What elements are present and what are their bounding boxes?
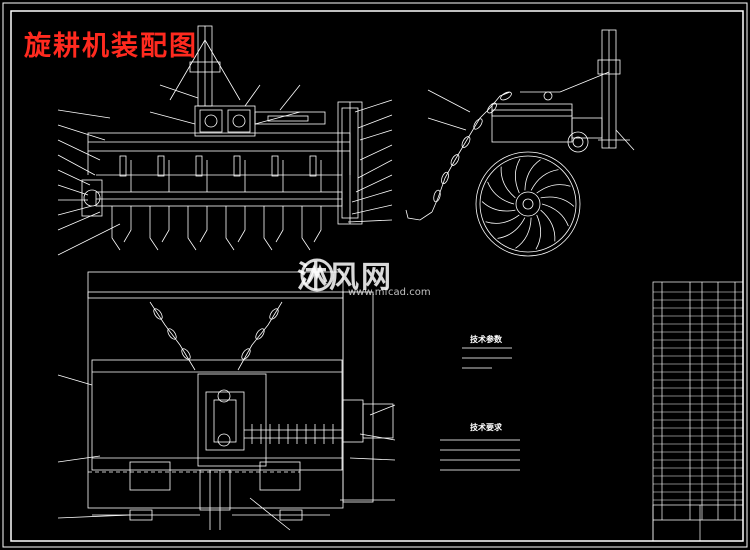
tine bbox=[313, 160, 322, 243]
front-view bbox=[57, 25, 393, 256]
parts-list bbox=[652, 281, 744, 542]
drawing-title: 旋耕机装配图 bbox=[24, 31, 198, 62]
side-view bbox=[405, 29, 635, 257]
watermark-logo-icon bbox=[300, 258, 334, 292]
tine-holder bbox=[195, 155, 203, 177]
rotor-disc bbox=[475, 151, 581, 257]
tine bbox=[301, 206, 311, 251]
rotor-blade bbox=[540, 209, 556, 242]
watermark-brand: 沐风网 bbox=[297, 260, 393, 295]
tine bbox=[161, 160, 170, 243]
rotor-blade bbox=[524, 159, 541, 191]
watermark-url: www.mfcad.com bbox=[348, 287, 431, 298]
tine-holder bbox=[157, 155, 165, 177]
tine bbox=[275, 160, 284, 243]
rotor-blade bbox=[536, 184, 571, 194]
tine-holder bbox=[119, 155, 127, 177]
tine bbox=[123, 160, 132, 243]
parts-list-rows bbox=[653, 291, 743, 501]
tine bbox=[199, 160, 208, 243]
tine-holder bbox=[309, 155, 317, 177]
tech-params-heading: 技术参数 bbox=[470, 335, 502, 344]
tine-holder bbox=[271, 155, 279, 177]
inner-frame bbox=[10, 10, 744, 542]
tine bbox=[225, 206, 235, 251]
top-view-tines bbox=[251, 424, 334, 444]
tech-requirements-heading: 技术要求 bbox=[470, 423, 502, 432]
tine bbox=[187, 206, 197, 251]
tine bbox=[237, 160, 246, 243]
top-view bbox=[57, 271, 396, 531]
rotor-blade bbox=[530, 169, 559, 191]
rotor-blade bbox=[485, 214, 520, 224]
rotor-blade bbox=[540, 196, 575, 207]
tine bbox=[111, 206, 121, 251]
side-view-blades bbox=[481, 158, 575, 250]
tine bbox=[149, 206, 159, 251]
front-view-tines bbox=[111, 155, 322, 251]
rotor-blade bbox=[514, 158, 521, 194]
rotor-blade bbox=[497, 217, 526, 239]
rotor-blade bbox=[541, 203, 569, 227]
rotor-blade bbox=[515, 217, 532, 249]
rotor-blade bbox=[487, 181, 515, 205]
tine-holder bbox=[233, 155, 241, 177]
rotor-blade bbox=[481, 201, 516, 212]
tine bbox=[263, 206, 273, 251]
rotor-blade bbox=[500, 166, 516, 199]
rotor-blade bbox=[535, 214, 542, 250]
